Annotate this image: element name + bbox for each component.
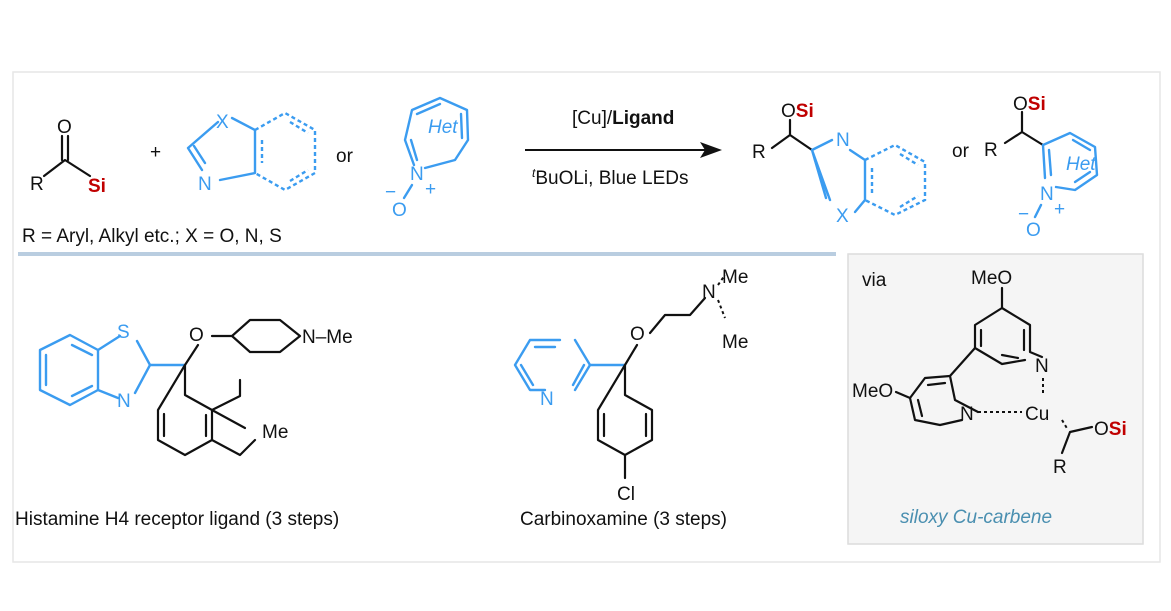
atom-R: R bbox=[1053, 457, 1067, 478]
atom-O: O bbox=[189, 325, 204, 346]
atom-N: N bbox=[960, 404, 974, 425]
atom-MeO: MeO bbox=[852, 381, 893, 402]
plus-charge: + bbox=[1054, 199, 1065, 220]
plus-charge: + bbox=[425, 179, 436, 200]
example-1-label: Histamine H4 receptor ligand (3 steps) bbox=[15, 509, 339, 530]
product-2-structure: OSi R Het N + O − bbox=[984, 94, 1099, 241]
atom-N: N bbox=[1040, 184, 1054, 205]
het-label: Het bbox=[428, 117, 458, 138]
atom-N: N bbox=[702, 282, 716, 303]
benzazole-structure: X N bbox=[186, 111, 317, 195]
atom-Me: Me bbox=[262, 422, 288, 443]
atom-R: R bbox=[984, 140, 998, 161]
plus-sign: + bbox=[150, 142, 161, 163]
minus-charge: − bbox=[1018, 204, 1029, 225]
outer-frame bbox=[12, 71, 1161, 563]
example-2-label: Carbinoxamine (3 steps) bbox=[520, 509, 727, 530]
atom-O: O bbox=[57, 117, 72, 138]
atom-Me: Me bbox=[722, 332, 748, 353]
atom-R: R bbox=[30, 174, 44, 195]
conditions-below: tBuOLi, Blue LEDs bbox=[532, 166, 688, 189]
atom-N: N bbox=[836, 130, 850, 151]
atom-X: X bbox=[216, 112, 229, 133]
or-label: or bbox=[336, 146, 354, 167]
atom-S: S bbox=[117, 322, 130, 343]
atom-O: O bbox=[392, 200, 407, 221]
minus-charge: − bbox=[385, 182, 396, 203]
atom-N-Me: N–Me bbox=[302, 327, 353, 348]
atom-N: N bbox=[1035, 356, 1049, 377]
atom-OSi: OSi bbox=[1094, 419, 1127, 440]
reaction-arrow bbox=[525, 142, 722, 158]
atom-N: N bbox=[540, 389, 554, 410]
intermediate-box bbox=[847, 253, 1144, 545]
atom-Me: Me bbox=[722, 267, 748, 288]
atom-O: OSi bbox=[1013, 94, 1046, 115]
scope-note: R = Aryl, Alkyl etc.; X = O, N, S bbox=[22, 226, 282, 247]
atom-R: R bbox=[752, 142, 766, 163]
atom-N: N bbox=[198, 174, 212, 195]
atom-Si: Si bbox=[88, 176, 106, 197]
pyridine-n-oxide-structure: Het N + O − bbox=[385, 96, 470, 221]
atom-X: X bbox=[836, 206, 849, 227]
via-label: via bbox=[862, 270, 887, 291]
acylsilane-structure: O R Si bbox=[30, 117, 106, 197]
atom-O: O bbox=[1026, 220, 1041, 241]
or-label: or bbox=[952, 141, 970, 162]
atom-N: N bbox=[117, 391, 131, 412]
intermediate-caption: siloxy Cu-carbene bbox=[900, 507, 1052, 528]
atom-Cu: Cu bbox=[1025, 404, 1049, 425]
product-1-structure: OSi R N X bbox=[752, 101, 927, 227]
atom-O: O bbox=[630, 324, 645, 345]
conditions-above: [Cu]/Ligand bbox=[572, 108, 674, 129]
carbinoxamine-structure: N O N Me Me Cl bbox=[513, 267, 748, 505]
atom-N: N bbox=[410, 164, 424, 185]
atom-O: OSi bbox=[781, 101, 814, 122]
histamine-h4-ligand-structure: S N O N–Me Me bbox=[38, 318, 353, 457]
cu-carbene-structure: via MeO N MeO N Cu OSi R siloxy Cu-carbe… bbox=[852, 268, 1127, 528]
atom-Cl: Cl bbox=[617, 484, 635, 505]
het-label: Het bbox=[1066, 154, 1096, 175]
atom-MeO: MeO bbox=[971, 268, 1012, 289]
